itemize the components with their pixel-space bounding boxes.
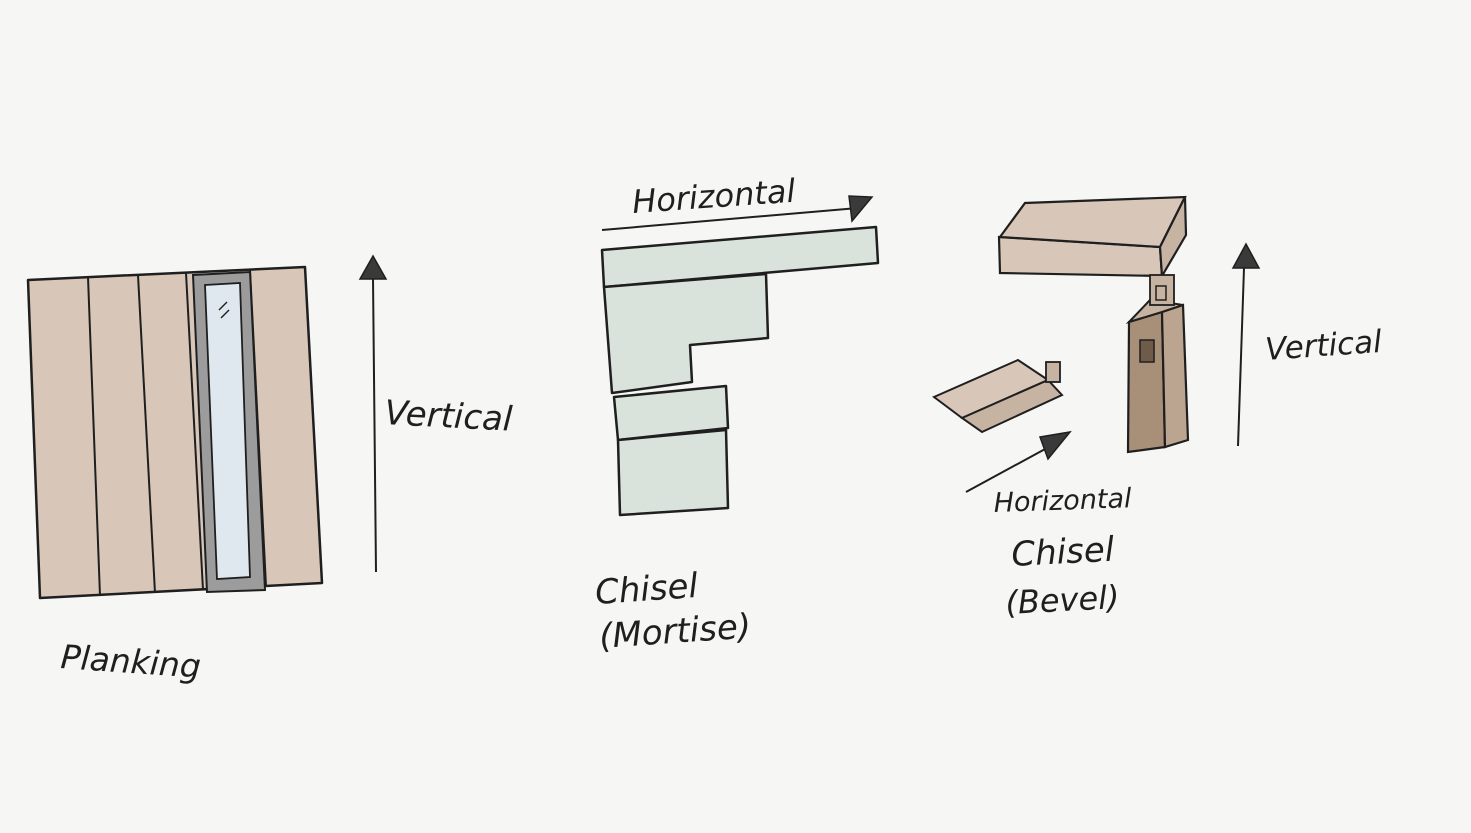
bevel-top-block-top [997,195,1187,249]
mortise-top-beam [600,225,880,289]
mortise-block-1 [612,384,730,442]
planking-label: Planking [59,637,202,686]
bevel-post-side [1160,303,1190,449]
bevel-horizontal-arrow-shaft [965,441,1059,493]
plank-seam-3 [185,272,204,591]
mortise-body [602,272,770,395]
bevel-post-tenon-inner [1155,285,1167,301]
bevel-label-line1: Chisel [1010,530,1115,575]
bevel-sketch: Vertical Horizontal Chisel (Bevel) [932,195,1383,622]
bevel-post-front [1126,310,1167,454]
bevel-vertical-label: Vertical [1264,324,1383,368]
horizontal-arrow-shaft [601,207,859,231]
vertical-arrow-head [358,254,388,280]
glass-glint-1 [218,301,228,311]
bevel-top-block-side [1158,196,1188,280]
window-glass [204,282,251,580]
bevel-horizontal-label: Horizontal [993,483,1132,519]
mortise-label-line2: (Mortise) [598,606,752,657]
horizontal-arrow-head [848,195,874,223]
plank-seam-2 [137,274,156,594]
bevel-horizontal-arrow-head [1038,430,1072,461]
bevel-vertical-arrow-shaft [1237,267,1245,447]
glass-glint-2 [220,309,230,319]
mortise-label-line1: Chisel [594,566,700,613]
mortise-sketch: Horizontal Chisel (Mortise) [594,172,880,657]
mortise-arrow-label: Horizontal [631,172,797,221]
bevel-angled-piece-side [959,378,1064,434]
planking-sketch: Vertical Planking [26,254,514,686]
bevel-post-mortise-slot [1139,339,1155,363]
planking-wall [26,265,324,600]
bevel-label-line2: (Bevel) [1004,578,1120,622]
planking-arrow-label: Vertical [384,393,514,440]
bevel-angled-tenon [1045,361,1061,383]
vertical-arrow-shaft [372,277,377,573]
mortise-block-2 [616,428,730,517]
bevel-vertical-arrow-head [1231,242,1261,269]
plank-seam-1 [87,276,101,597]
